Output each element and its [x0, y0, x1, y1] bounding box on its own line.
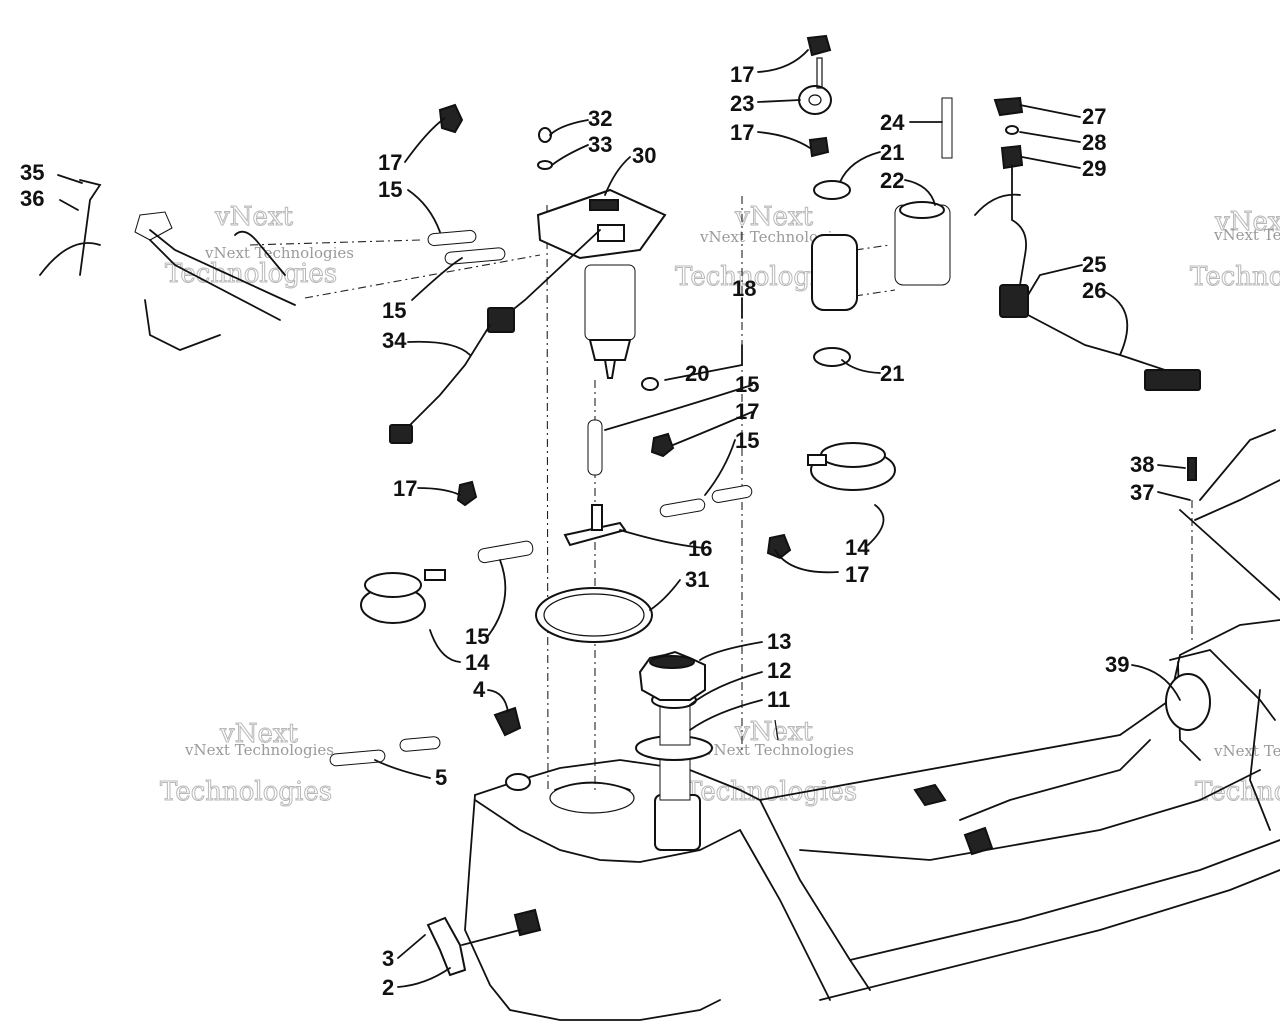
watermark-text: vNext: [734, 717, 813, 747]
callout-22: 22: [880, 168, 904, 193]
callout-31: 31: [685, 567, 709, 592]
callout-17: 17: [730, 62, 754, 87]
watermark-text: vNext: [1214, 207, 1280, 237]
callout-34: 34: [382, 328, 407, 353]
vent-valve: [360, 442, 896, 624]
callout-35: 35: [20, 160, 44, 185]
watermark-text: vNext Technologies: [699, 228, 849, 246]
callout-37: 37: [1130, 480, 1154, 505]
filler-neck-assembly: [635, 650, 713, 851]
callout-17: 17: [378, 150, 402, 175]
callout-39: 39: [1105, 652, 1129, 677]
callout-15: 15: [735, 428, 759, 453]
fuel-sender-assembly: [536, 127, 667, 391]
gasket: [535, 587, 653, 643]
callout-17: 17: [735, 399, 759, 424]
callout-3: 3: [382, 946, 394, 971]
callout-labels: 35 36 17 15 15 34 32 33 30 17 23 17 21 2…: [20, 62, 1154, 1000]
callout-17: 17: [730, 120, 754, 145]
watermark-text: vNext: [214, 202, 293, 232]
fuel-pump-assembly: [798, 57, 953, 367]
callout-14: 14: [465, 650, 490, 675]
leader-lines: [57, 49, 1191, 988]
watermark-text: vNext: [219, 719, 298, 749]
fuel-line-assembly: [39, 179, 296, 351]
callout-11: 11: [767, 687, 790, 712]
callout-28: 28: [1082, 130, 1106, 155]
callout-15: 15: [382, 298, 406, 323]
callout-24: 24: [880, 110, 905, 135]
callout-27: 27: [1082, 104, 1106, 129]
assembly-centerlines: [249, 196, 1193, 791]
sensor-harness: [974, 96, 1201, 391]
watermark-text: vNext Technologies: [184, 741, 334, 759]
callout-12: 12: [767, 658, 791, 683]
callout-33: 33: [588, 132, 612, 157]
callout-26: 26: [1082, 278, 1106, 303]
watermark-text: Technologies: [160, 777, 332, 807]
fuel-tank: [464, 429, 1280, 1021]
watermark-text: vNext Technologies: [704, 741, 854, 759]
callout-38: 38: [1130, 452, 1154, 477]
watermark-text: vNext Technologies: [204, 244, 354, 262]
callout-30: 30: [632, 143, 656, 168]
callout-32: 32: [588, 106, 612, 131]
watermark-text: Technologies: [685, 777, 857, 807]
callout-14: 14: [845, 535, 870, 560]
callout-20: 20: [685, 361, 709, 386]
hose-clamps: [438, 34, 832, 560]
callout-21: 21: [880, 140, 904, 165]
fittings: [426, 457, 1197, 977]
watermark-text: vNext Technologies: [1213, 742, 1280, 760]
watermark-text: vNext Technologies: [1213, 226, 1280, 244]
callout-23: 23: [730, 91, 754, 116]
callout-4: 4: [473, 677, 486, 702]
callout-17: 17: [393, 476, 417, 501]
watermark-group: vNext vNext Technologies Technologies vN…: [160, 202, 1280, 808]
callout-36: 36: [20, 186, 44, 211]
callout-2: 2: [382, 975, 394, 1000]
callout-18: 18: [732, 276, 756, 301]
watermark-text: vNext: [734, 202, 813, 232]
callout-15: 15: [378, 177, 402, 202]
wiring-harness: [389, 229, 601, 444]
callout-13: 13: [767, 629, 791, 654]
watermark-text: Technologies: [1190, 262, 1280, 292]
callout-17: 17: [845, 562, 869, 587]
callout-5: 5: [435, 765, 447, 790]
callout-29: 29: [1082, 156, 1106, 181]
callout-25: 25: [1082, 252, 1106, 277]
callout-15: 15: [465, 624, 489, 649]
callout-16: 16: [688, 536, 712, 561]
callout-15: 15: [735, 372, 759, 397]
callout-21: 21: [880, 361, 904, 386]
